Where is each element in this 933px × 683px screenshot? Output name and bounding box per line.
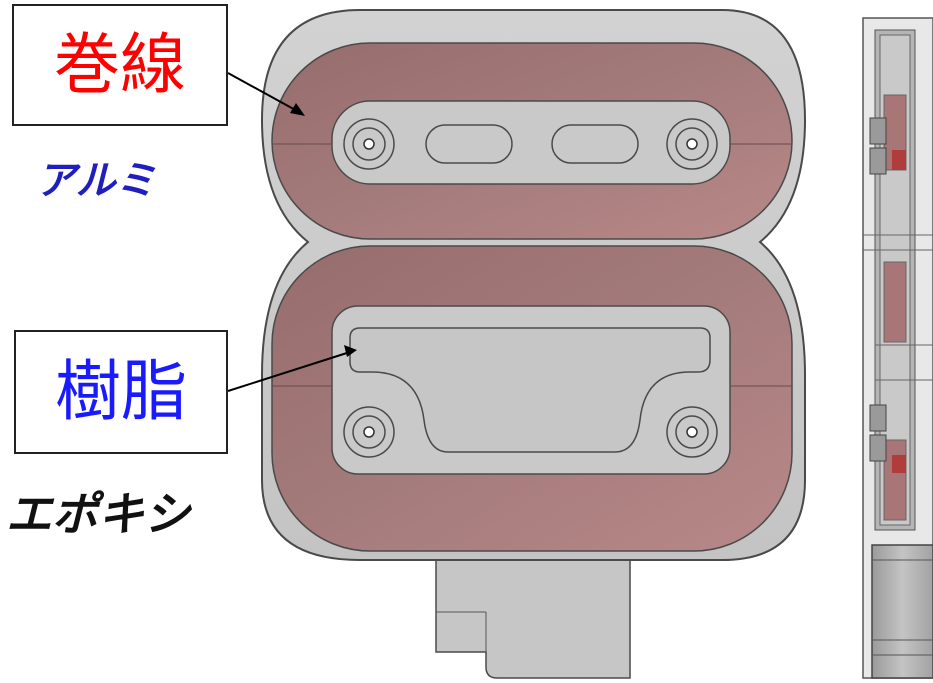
front-view [260, 9, 807, 679]
upper-inner-plate [331, 100, 731, 185]
resin-label: 樹脂 [55, 353, 187, 430]
coil-label: 巻線 [54, 26, 186, 103]
side-coil-2 [883, 261, 907, 343]
slot-left [425, 124, 513, 164]
resin-arrow [227, 351, 351, 392]
callout-arrows [227, 72, 357, 392]
coil-material-label: アルミ [36, 158, 156, 204]
mounting-tab [435, 539, 631, 679]
coil-arrow [227, 72, 300, 113]
resin-label-box: 樹脂 [14, 330, 228, 454]
resin-cavity [349, 327, 711, 453]
resin-material-label: エポキシ [6, 487, 190, 541]
side-tab [871, 544, 933, 679]
coil-label-box: 巻線 [12, 4, 228, 126]
slot-right [551, 124, 639, 164]
side-coil-3 [883, 439, 907, 521]
side-view [862, 17, 933, 679]
